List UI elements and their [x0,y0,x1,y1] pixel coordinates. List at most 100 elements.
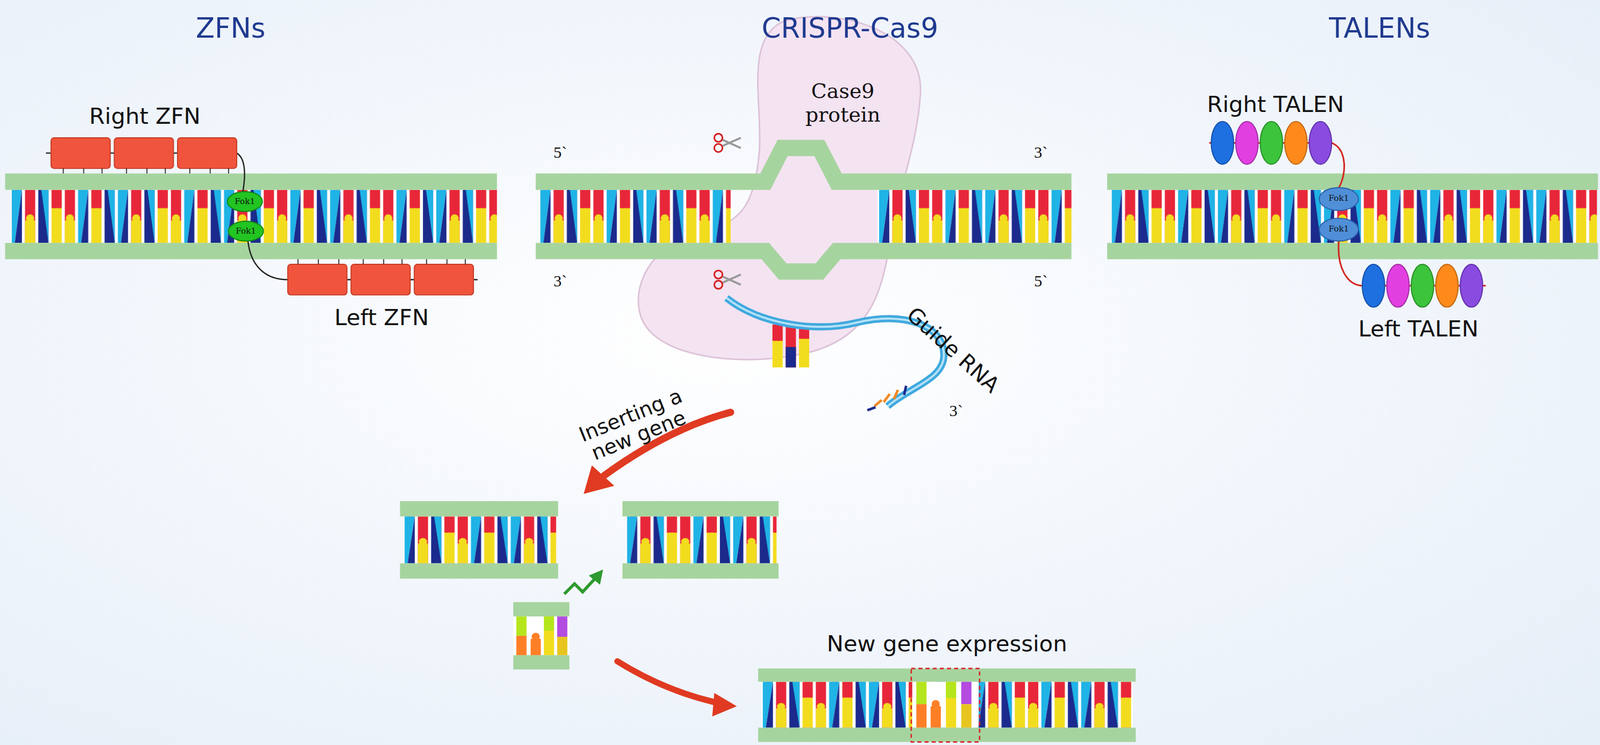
protein-shape [638,16,922,360]
base [531,632,540,641]
zinc-finger [177,137,237,169]
tale-repeat [1211,121,1234,165]
base [516,616,527,636]
backbone [513,602,570,617]
base [785,347,796,368]
insert-arrow [564,578,596,594]
fok1-domain: Fok1 [226,190,264,213]
scissors [714,133,741,152]
zinc-finger [51,137,111,169]
step-label: New gene expression [826,631,1068,656]
panel-heading: CRISPR-Cas9 [761,13,939,44]
base [516,635,527,655]
tale-repeat-array [1209,121,1486,308]
strand-end: 3` [949,402,964,420]
strand-end: 3` [1034,144,1048,162]
fok1-domain: Fok1 [1318,217,1360,243]
highlight-box [911,668,980,742]
tale-repeat [1411,264,1434,308]
node-text: Fok1 [226,190,264,213]
backbone [1107,173,1598,190]
backbone [400,500,559,516]
base-pairs [625,515,777,563]
node-text: Fok1 [1318,217,1360,243]
base-pairs [10,189,498,244]
dna-fragment [400,500,780,579]
base [543,616,555,631]
tale-repeat [1460,264,1483,308]
fok1-domain: Fok1 [1318,186,1360,212]
backbone [513,654,570,670]
new-gene-fragment [513,602,570,670]
part-label: Right TALEN [1206,91,1344,116]
zinc-finger-array [45,137,478,295]
backbone [1107,242,1598,259]
base [557,636,568,655]
base [931,699,940,709]
rna-base [874,389,898,406]
node-text: Fok1 [1318,186,1360,212]
base-pairs [402,515,557,563]
zinc-finger [287,264,348,295]
blade [722,137,741,146]
panel-heading: ZFNs [195,13,266,44]
base [916,681,927,704]
strand-end: 5` [1034,272,1048,290]
base [772,324,783,368]
node-text: Fok1 [227,220,265,243]
base [961,681,972,704]
tale-repeat [1308,121,1332,165]
zinc-finger [114,137,174,169]
tale-repeat [1386,264,1410,308]
tale-repeat [1362,264,1385,308]
arrow-head [583,465,615,494]
base [798,324,810,368]
tale-repeat [1235,121,1259,165]
backbone [622,563,779,579]
base-pairs [538,189,731,244]
node-text: Case9 protein [785,79,900,127]
base [772,324,783,341]
part-label: Left TALEN [1358,316,1479,341]
strand-end: 5` [553,144,568,162]
part-label: Right ZFN [89,104,201,129]
handle [714,133,723,142]
base [961,703,972,728]
zinc-finger [350,264,410,295]
gap [912,681,979,727]
contact-tick [63,168,466,265]
part-label: Left ZFN [334,305,430,330]
tale-repeat [1259,121,1283,165]
base-pairs [761,681,1133,727]
backbone [622,500,779,516]
zinc-finger [414,264,474,295]
base [530,638,541,655]
backbone [758,727,1136,742]
dna-strand [4,173,497,259]
base-pairs [877,189,1072,244]
panel-heading: TALENs [1328,13,1430,44]
tale-repeat [1284,121,1308,165]
tale-repeat [1435,264,1459,308]
backbone [400,563,559,579]
arrow-head [712,692,738,717]
edited-dna [758,668,1136,742]
strand-end: 3` [553,272,568,290]
base [945,681,957,727]
rna-base [867,385,906,411]
backbone [758,668,1136,682]
base [945,681,957,698]
base [785,324,796,368]
fok1-domain: Fok1 [227,220,265,243]
backbone [4,242,497,259]
backbone [4,173,497,190]
arrow-head [588,569,604,585]
handle [714,143,723,152]
base [916,703,927,728]
base [930,705,941,728]
gap [513,616,570,655]
dna-strand [1107,173,1598,259]
arrow-shaft [617,661,715,703]
